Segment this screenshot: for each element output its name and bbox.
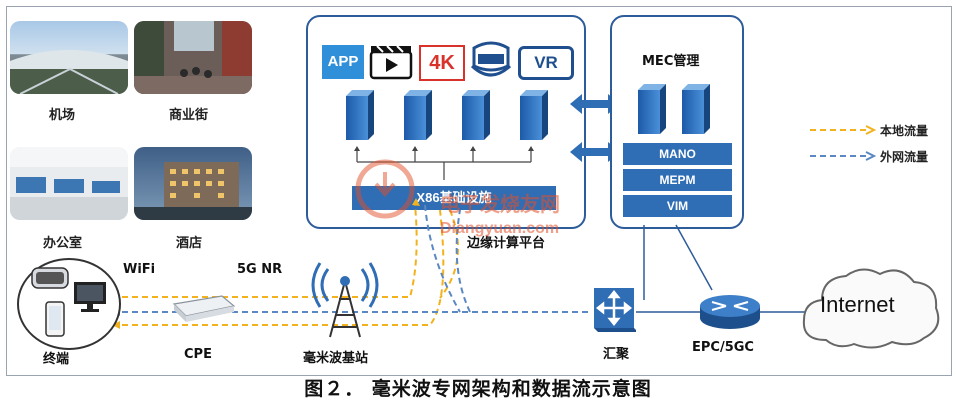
app-badge: APP [322, 45, 364, 79]
server-icon [638, 84, 666, 134]
mec-servers [638, 84, 710, 134]
server-icon [462, 90, 490, 140]
airport-caption: 机场 [49, 108, 76, 123]
office-caption: 办公室 [43, 236, 83, 251]
edge-platform-title: 边缘计算平台 [467, 236, 546, 251]
server-icon [520, 90, 548, 140]
terminal-devices [31, 267, 106, 337]
figure-caption: 图２． 毫米波专网架构和数据流示意图 [304, 378, 652, 400]
legend-local-traffic: 本地流量 [880, 124, 929, 138]
base-station-label: 毫米波基站 [303, 351, 369, 366]
wifi-label: WiFi [123, 262, 156, 277]
mano-layer: MANO [623, 143, 732, 165]
watermark-text: 电子发烧友网 [440, 194, 560, 216]
hotel-caption: 酒店 [176, 236, 203, 251]
cpe-device-icon [172, 295, 236, 322]
aggregation-switch-icon [594, 288, 636, 332]
mec-management-box [610, 15, 744, 229]
monitor-icon [74, 282, 106, 312]
edge-servers [346, 90, 548, 180]
street-caption: 商业街 [169, 108, 209, 123]
server-icon [404, 90, 432, 140]
watermark-url: Diangyuan.com [440, 220, 560, 237]
edge-mec-arrows [570, 94, 620, 162]
core-router-icon [700, 295, 760, 329]
mec-title: MEC管理 [642, 54, 700, 69]
internet-label: Internet [820, 292, 895, 317]
vr-badge: VR [518, 46, 574, 80]
server-icon [682, 84, 710, 134]
street-photo [134, 21, 252, 94]
office-photo [10, 147, 128, 220]
5g-nr-label: 5G NR [237, 262, 283, 277]
4k-badge: 4K [419, 45, 465, 81]
cpe-label: CPE [184, 347, 212, 362]
legend-external-traffic: 外网流量 [880, 150, 929, 164]
vr-headset-icon [468, 40, 514, 82]
vim-layer: VIM [623, 195, 732, 217]
base-station-icon [311, 262, 379, 338]
phone-icon [45, 301, 65, 337]
internet-cloud-icon [802, 268, 940, 349]
airport-photo [10, 21, 128, 94]
terminal-label: 终端 [43, 352, 70, 367]
legend-lines [810, 125, 877, 161]
mepm-layer: MEPM [623, 169, 732, 191]
vr-glasses-icon [31, 267, 69, 289]
video-icon [369, 42, 413, 80]
server-icon [346, 90, 374, 140]
aggregation-label: 汇聚 [603, 347, 630, 362]
watermark-logo-icon [355, 159, 415, 219]
hotel-photo [134, 147, 252, 220]
core-label: EPC/5GC [692, 340, 754, 355]
